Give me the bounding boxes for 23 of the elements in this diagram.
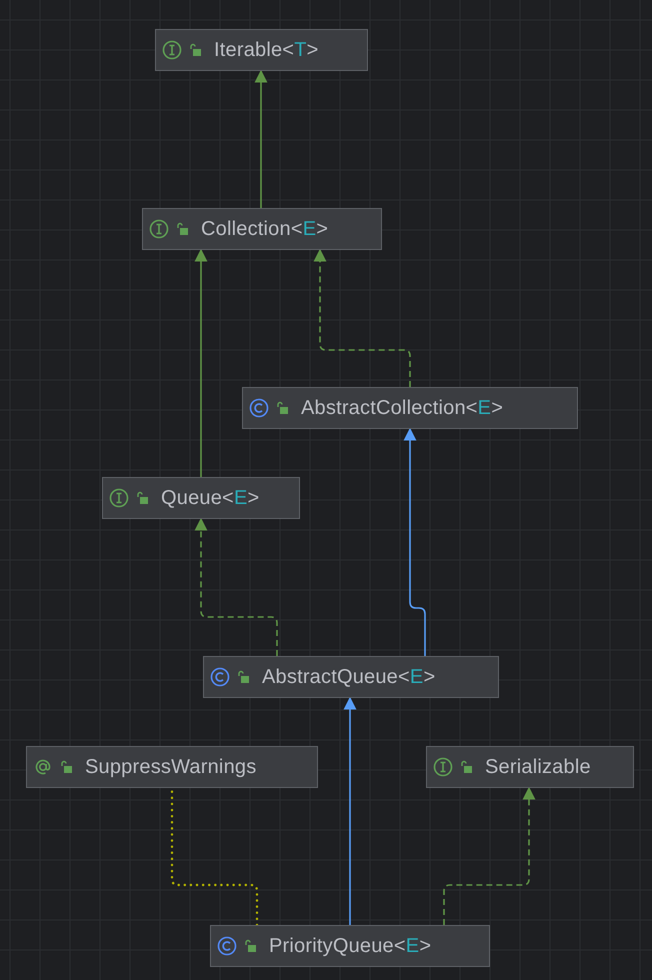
class-name: AbstractQueue<E>: [262, 666, 436, 688]
inheritance-arrow: [194, 248, 208, 477]
class-box: [102, 477, 300, 519]
class-name: Serializable: [485, 756, 591, 778]
class-box: [142, 208, 382, 250]
class-name: Queue<E>: [161, 486, 260, 510]
class-box: [26, 746, 318, 788]
class-name: AbstractCollection<E>: [301, 396, 504, 420]
class-name: SuppressWarnings: [85, 756, 256, 778]
class-box: [242, 387, 578, 429]
class-name: PriorityQueue<E>: [269, 934, 432, 958]
inheritance-arrow: [443, 786, 536, 925]
class-name: Iterable<T>: [214, 38, 319, 62]
class-box: [203, 656, 499, 698]
inheritance-arrow: [344, 696, 356, 925]
inheritance-arrow: [314, 248, 411, 387]
class-box: [426, 746, 634, 788]
class-box: [210, 925, 490, 967]
inheritance-arrow: [404, 428, 426, 656]
inheritance-arrow: [194, 518, 278, 656]
inheritance-arrow: [254, 70, 268, 208]
class-box: [155, 29, 368, 71]
class-name: Collection<E>: [201, 218, 328, 240]
